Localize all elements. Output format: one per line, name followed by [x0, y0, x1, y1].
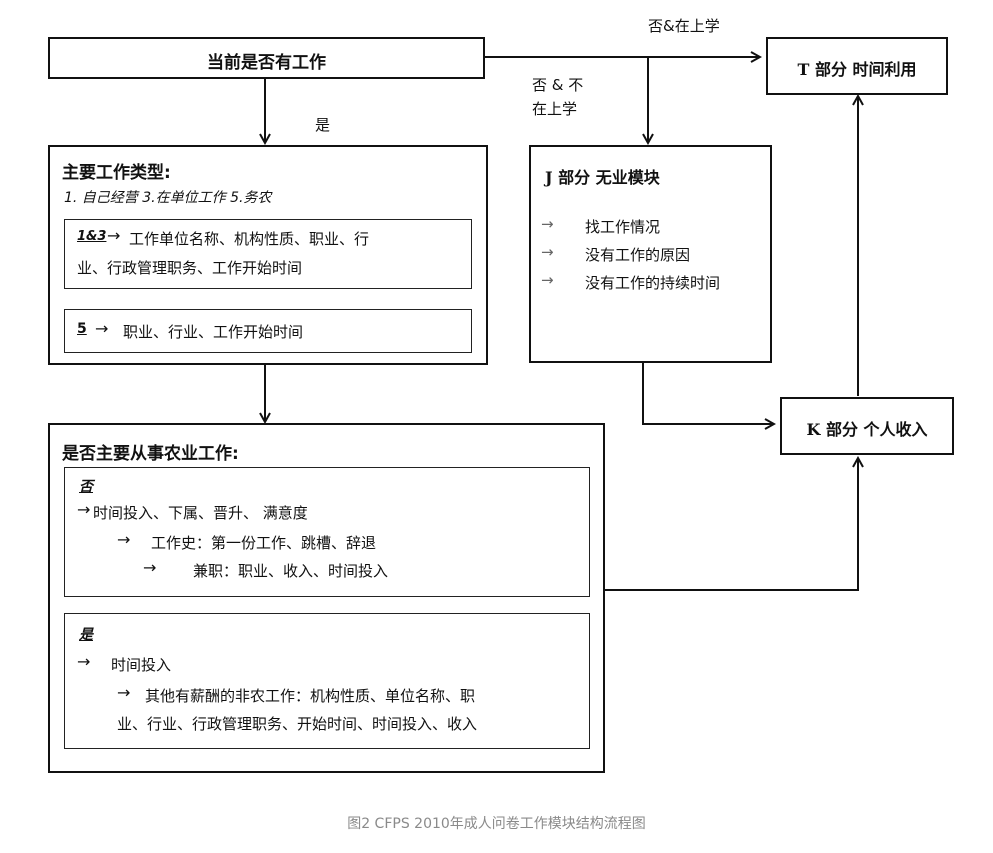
edge-j-to-k [642, 362, 774, 424]
agri-no-line-1: 时间投入、下属、晋升、 满意度 [93, 504, 308, 522]
arrow-icon: → [107, 226, 121, 245]
agri-yes-line-2: 其他有薪酬的非农工作：机构性质、单位名称、职 [145, 687, 476, 705]
node-k-section-label: K 部分 个人收入 [806, 420, 928, 439]
agri-no-line-3: 兼职：职业、收入、时间投入 [193, 562, 389, 580]
arrow-icon: → [95, 319, 109, 338]
j-item-3: 没有工作的持续时间 [585, 274, 721, 292]
agri-no-box: 否 → 时间投入、下属、晋升、 满意度 → 工作史：第一份工作、跳槽、辞退 → … [64, 467, 590, 597]
node-main-work-type: 主要工作类型: 1. 自己经营 3.在单位工作 5.务农 1&3 → 工作单位名… [48, 145, 488, 365]
sub-1-3-line-2: 业、行政管理职务、工作开始时间 [77, 259, 303, 277]
node-j-section: J 部分 无业模块 → 找工作情况 → 没有工作的原因 → 没有工作的持续时间 [529, 145, 772, 363]
main-type-options: 1. 自己经营 3.在单位工作 5.务农 [64, 190, 272, 206]
node-current-work-label: 当前是否有工作 [207, 53, 326, 73]
node-t-section-label: T 部分 时间利用 [797, 60, 917, 79]
edge-label-no-not-studying-1: 否 & 不 [532, 76, 584, 94]
node-agriculture: 是否主要从事农业工作: 否 → 时间投入、下属、晋升、 满意度 → 工作史：第一… [48, 423, 605, 773]
sub-1-3-line-1: 工作单位名称、机构性质、职业、行 [129, 230, 370, 248]
main-type-title: 主要工作类型: [62, 163, 171, 183]
arrow-icon: → [77, 652, 91, 671]
sub-1-3-key: 1&3 [77, 229, 107, 244]
arrow-icon: → [117, 530, 131, 549]
agri-yes-key: 是 [79, 627, 93, 643]
agri-yes-line-1: 时间投入 [111, 656, 172, 674]
edge-label-yes: 是 [315, 116, 331, 134]
edge-agri-to-k [604, 458, 858, 591]
arrow-icon: → [77, 500, 91, 519]
agri-no-line-2: 工作史：第一份工作、跳槽、辞退 [151, 534, 377, 552]
sub-5-key: 5 [77, 321, 87, 337]
node-current-work: 当前是否有工作 [48, 37, 485, 79]
agri-yes-box: 是 → 时间投入 → 其他有薪酬的非农工作：机构性质、单位名称、职 业、行业、行… [64, 613, 590, 749]
node-k-section: K 部分 个人收入 [780, 397, 954, 455]
j-item-1: 找工作情况 [585, 218, 661, 236]
figure-caption: 图2 CFPS 2010年成人问卷工作模块结构流程图 [347, 816, 646, 832]
agri-yes-line-3: 业、行业、行政管理职务、开始时间、时间投入、收入 [117, 715, 478, 733]
node-t-section: T 部分 时间利用 [766, 37, 948, 95]
edge-label-no-studying: 否&在上学 [648, 17, 720, 35]
agri-no-key: 否 [79, 479, 93, 495]
arrow-icon: → [143, 558, 157, 577]
agri-title: 是否主要从事农业工作: [62, 444, 239, 464]
main-type-sub-5: 5 → 职业、行业、工作开始时间 [64, 309, 472, 353]
arrow-icon: → [541, 215, 554, 233]
edge-label-no-not-studying-2: 在上学 [532, 100, 578, 118]
j-item-2: 没有工作的原因 [585, 246, 691, 264]
arrow-icon: → [541, 271, 554, 289]
arrow-icon: → [541, 243, 554, 261]
sub-5-text: 职业、行业、工作开始时间 [123, 323, 304, 341]
j-section-title: J 部分 无业模块 [545, 168, 660, 187]
main-type-sub-1-3: 1&3 → 工作单位名称、机构性质、职业、行 业、行政管理职务、工作开始时间 [64, 219, 472, 289]
arrow-icon: → [117, 683, 131, 702]
